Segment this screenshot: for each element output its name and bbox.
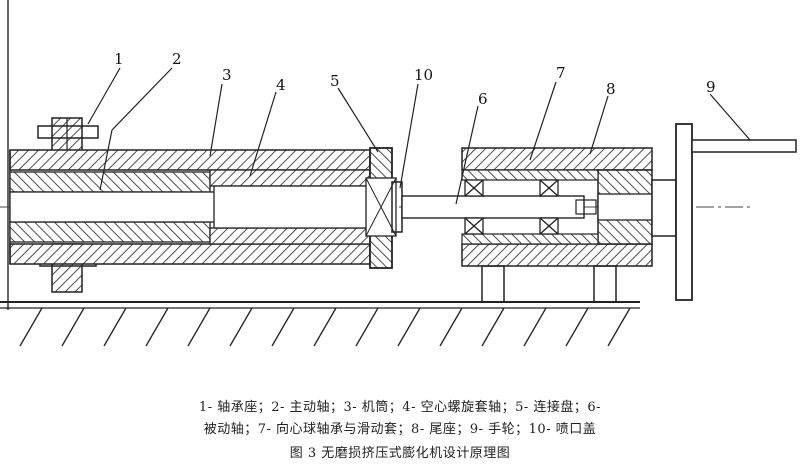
hollow-screw-sleeve	[209, 169, 371, 245]
legend-line-1: 1- 轴承座；2- 主动轴；3- 机筒；4- 空心螺旋套轴；5- 连接盘；6-	[198, 400, 602, 415]
ball-bearing-sliding-sleeve	[461, 169, 599, 245]
callout-label: 9	[706, 78, 716, 96]
callout-label: 7	[556, 64, 566, 82]
callout-label: 5	[330, 72, 340, 90]
callout-label: 6	[478, 90, 488, 108]
figure-caption: 图 3 无磨损挤压式膨化机设计原理图	[289, 446, 511, 461]
connecting-disc	[365, 147, 397, 269]
drive-shaft	[9, 171, 221, 243]
ground-base	[0, 301, 640, 347]
driven-shaft	[401, 195, 597, 219]
leader-lines	[87, 67, 751, 205]
callout-label: 1	[114, 50, 124, 68]
callout-label: 8	[606, 80, 616, 98]
callout-label: 10	[414, 66, 433, 84]
callout-label: 3	[222, 66, 232, 84]
mechanical-drawing: 1 2 3 4 5 10 6 7 8 9	[0, 0, 797, 347]
callout-label: 2	[172, 50, 182, 68]
handwheel	[651, 123, 797, 301]
legend-line-2: 被动轴；7- 向心球轴承与滑动套；8- 尾座；9- 手轮；10- 喷口盖	[203, 422, 597, 437]
callout-label: 4	[276, 76, 286, 94]
barrel	[9, 149, 371, 265]
